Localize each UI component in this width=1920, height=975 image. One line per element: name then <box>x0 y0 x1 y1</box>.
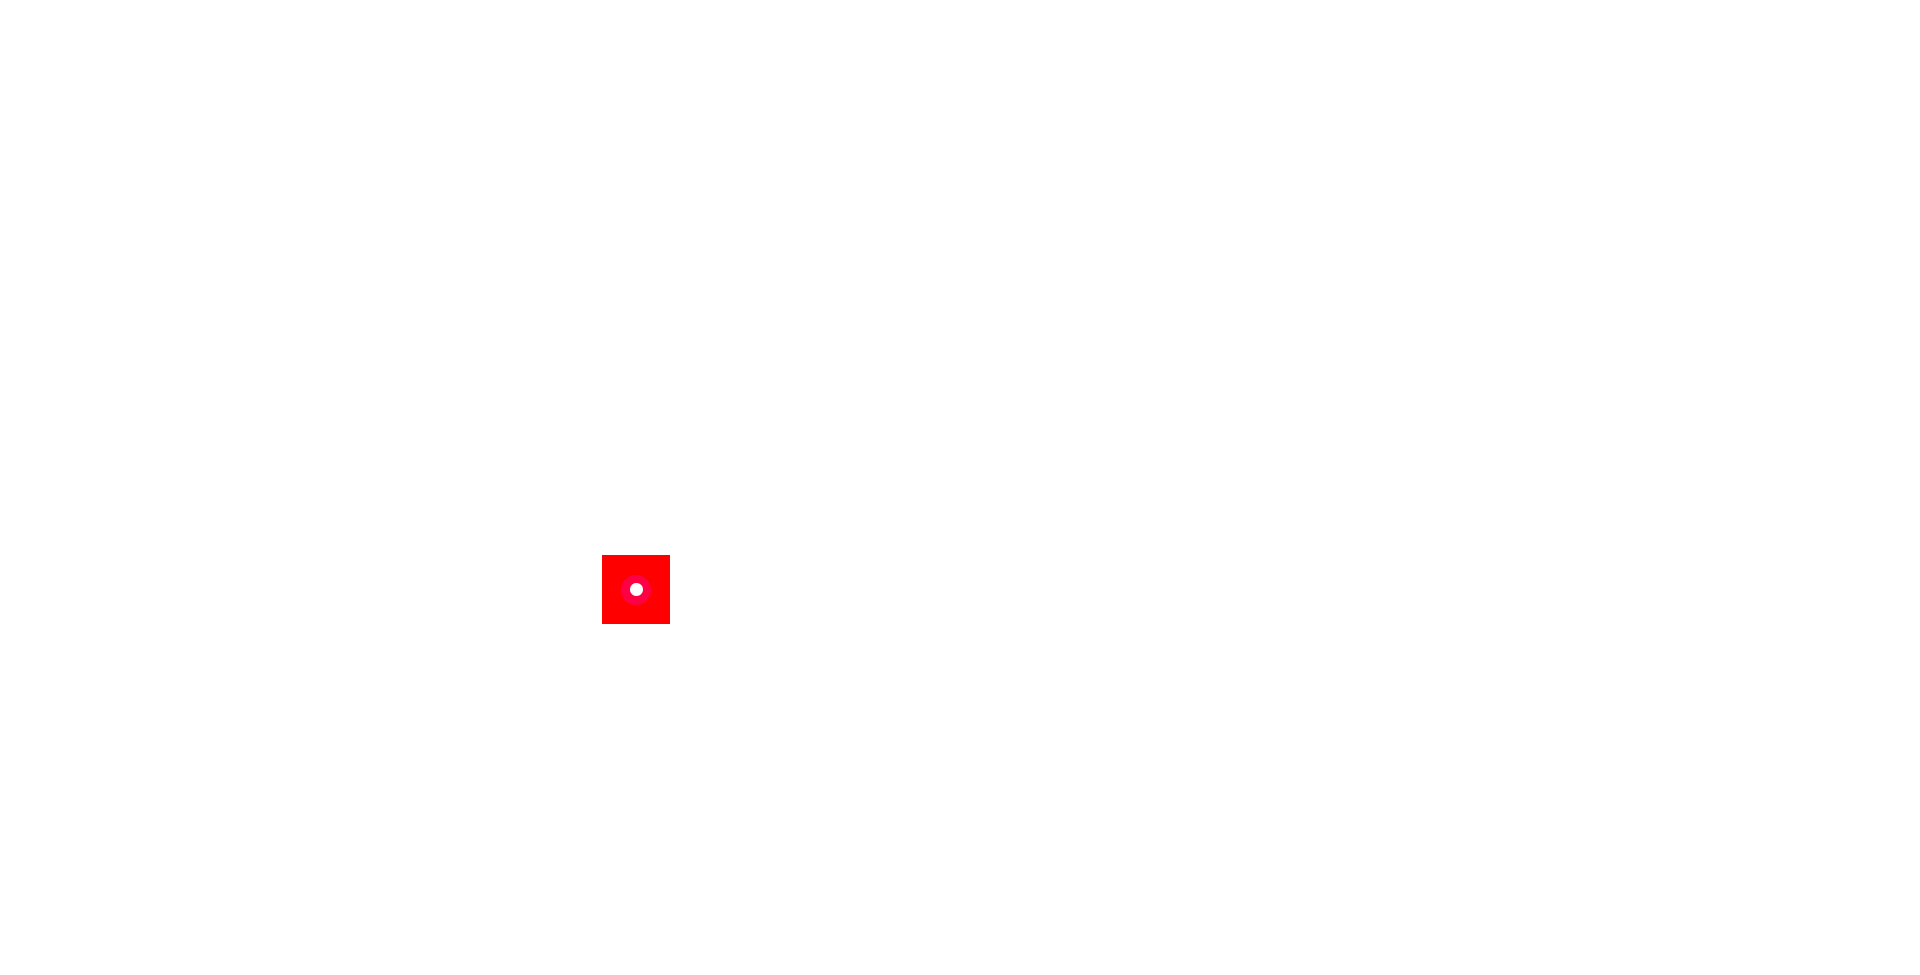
marker-ring-icon <box>621 574 651 605</box>
red-square-marker[interactable] <box>602 555 670 624</box>
marker-center-dot-icon <box>629 583 643 596</box>
